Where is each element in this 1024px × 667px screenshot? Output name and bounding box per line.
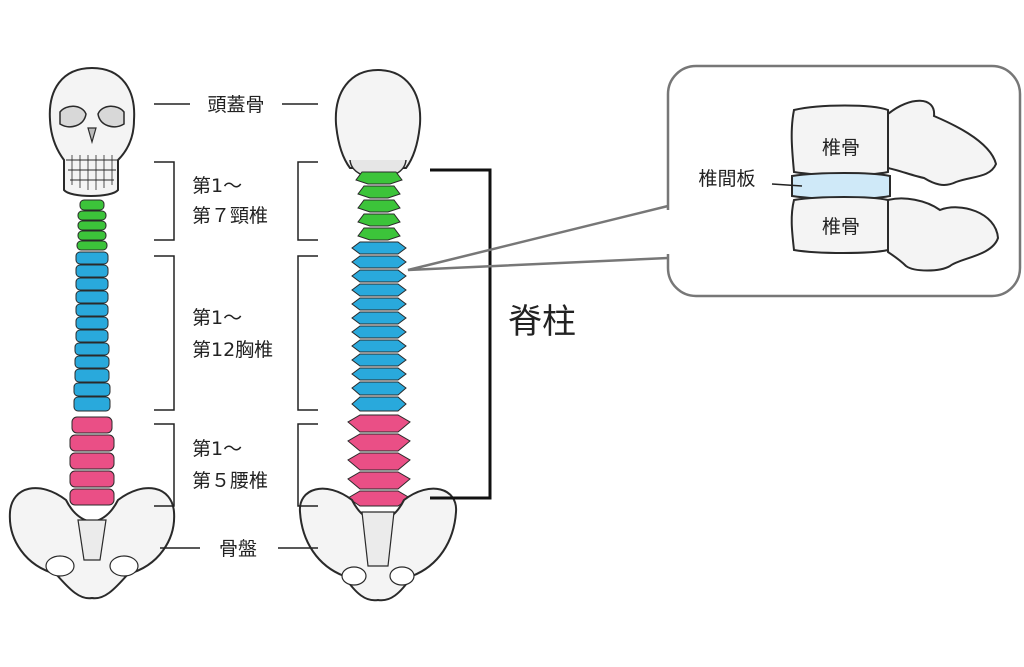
lower-vertebra-label: 椎骨 — [822, 216, 860, 238]
back-spine — [347, 171, 411, 507]
back-cervical-vertebrae — [355, 171, 403, 241]
cervical-label-line1: 第1〜 — [192, 175, 242, 197]
disc-label: 椎間板 — [698, 168, 755, 190]
lumbar-label-line1: 第1〜 — [192, 438, 242, 460]
back-lumbar-vertebrae — [347, 414, 411, 507]
spine-label: 脊柱 — [508, 302, 576, 342]
cervical-brackets — [154, 161, 318, 241]
back-thoracic-vertebrae — [351, 241, 407, 412]
front-skull — [48, 66, 136, 197]
disc-leader-line — [771, 183, 803, 187]
callout-pointer — [407, 204, 669, 272]
thoracic-label-line1: 第1〜 — [192, 307, 242, 329]
lower-vertebra — [790, 196, 1000, 272]
skull-label: 頭蓋骨 — [207, 94, 264, 116]
thoracic-brackets — [154, 255, 318, 411]
upper-vertebra-label: 椎骨 — [822, 137, 860, 159]
spine-bracket — [430, 168, 492, 500]
intervertebral-disc — [791, 172, 891, 200]
front-spine — [69, 199, 115, 506]
lumbar-label-line2: 第５腰椎 — [192, 470, 268, 492]
pelvis-label: 骨盤 — [219, 538, 257, 560]
front-thoracic-vertebrae — [73, 251, 111, 412]
lumbar-brackets — [154, 423, 318, 507]
front-lumbar-vertebrae — [69, 416, 115, 506]
cervical-label-line2: 第７頸椎 — [192, 205, 268, 227]
upper-vertebra — [790, 99, 998, 186]
inset-callout: 椎骨 椎間板 椎骨 — [407, 64, 1022, 298]
back-skull — [334, 68, 422, 179]
thoracic-label-line2: 第12胸椎 — [192, 339, 273, 361]
back-pelvis — [298, 487, 458, 602]
front-pelvis — [8, 487, 176, 600]
front-cervical-vertebrae — [76, 199, 108, 251]
